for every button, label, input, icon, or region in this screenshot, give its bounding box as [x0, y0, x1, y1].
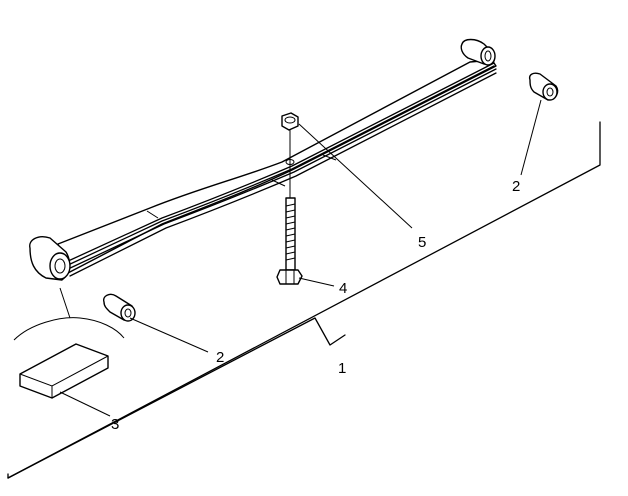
callout-bushing-right: 2	[512, 178, 520, 195]
callout-nut: 5	[418, 234, 426, 251]
assembly-bracket	[7, 121, 601, 479]
nut	[281, 112, 299, 165]
callout-bushing-left: 2	[216, 349, 224, 366]
pad	[13, 287, 125, 399]
callout-assembly: 1	[338, 360, 346, 377]
callout-bolt: 4	[339, 280, 347, 297]
bushing-right	[528, 72, 559, 101]
bushing-left	[103, 293, 136, 322]
leader-lines	[59, 99, 542, 417]
leaf-spring	[29, 38, 497, 281]
callout-pad: 3	[111, 416, 119, 433]
